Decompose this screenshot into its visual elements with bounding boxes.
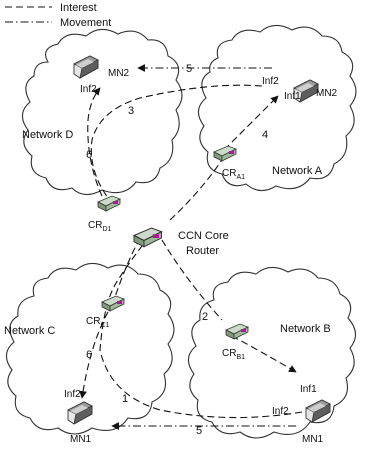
step-3: 3 [128, 105, 134, 117]
router-d1-icon [97, 195, 121, 212]
inf1-network-b-label: Inf1 [300, 384, 317, 395]
inf2-network-b-label: Inf2 [272, 406, 289, 417]
interest-path-6-bottom [79, 311, 109, 399]
step-2: 2 [202, 311, 208, 323]
cloud-network-d [21, 28, 183, 196]
label-network-c: Network C [4, 325, 55, 337]
step-5-bottom: 5 [196, 425, 202, 437]
core-router-icon [133, 227, 163, 248]
label-network-b: Network B [280, 323, 331, 335]
step-6-bottom: 6 [86, 349, 92, 361]
inf2-network-d-label: Inf2 [80, 84, 97, 95]
legend-interest-label: Interest [60, 2, 97, 14]
interest-path-2 [231, 335, 297, 373]
mn2-network-a-label: MN2 [316, 88, 338, 99]
step-4: 4 [262, 129, 268, 141]
label-network-a: Network A [272, 165, 323, 177]
cloud-network-b [187, 266, 357, 439]
core-router-label-line1: CCN Core [178, 230, 229, 242]
mn1-network-c-label: MN1 [70, 434, 92, 445]
router-c1-label: CRC1 [86, 316, 110, 329]
cloud-network-c [5, 262, 175, 435]
core-router-label-line2: Router [186, 245, 219, 257]
router-d1-label: CRD1 [88, 220, 112, 233]
interest-path-6-top [87, 87, 103, 197]
label-network-d: Network D [22, 129, 73, 141]
interest-path-1 [99, 235, 303, 419]
interest-path-3 [90, 84, 263, 199]
link-core-network-b [161, 239, 223, 321]
cloud-network-a [197, 24, 357, 192]
step-1: 1 [122, 393, 128, 405]
mn1-network-b-label: MN1 [302, 434, 324, 445]
legend-movement-label: Movement [60, 17, 111, 29]
step-5-top: 5 [186, 63, 192, 75]
step-6-top: 6 [86, 149, 92, 161]
legend: Interest Movement [5, 2, 111, 29]
mn2-network-d-label: MN2 [108, 68, 130, 79]
interest-path-4 [223, 95, 279, 151]
inf2-network-a-label: Inf2 [262, 76, 279, 87]
inf1-network-a-label: Inf1 [284, 91, 301, 102]
inf2-network-c-label: Inf2 [64, 389, 81, 400]
link-core-network-a [169, 159, 223, 221]
router-a1-label: CRA1 [222, 168, 245, 181]
router-b1-label: CRB1 [222, 348, 245, 361]
